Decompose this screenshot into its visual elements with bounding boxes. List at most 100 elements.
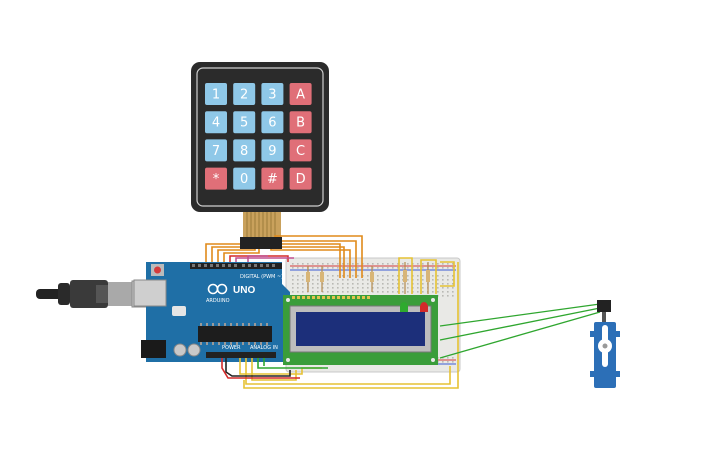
breadboard-hole — [392, 263, 394, 265]
breadboard-hole — [312, 267, 314, 269]
breadboard-hole — [442, 295, 444, 297]
breadboard-hole — [437, 291, 439, 293]
keypad-key-14[interactable]: # — [261, 167, 284, 190]
breadboard-hole — [372, 291, 374, 293]
breadboard-hole — [402, 283, 404, 285]
breadboard-hole — [347, 267, 349, 269]
breadboard-hole — [452, 361, 454, 363]
breadboard-hole — [397, 287, 399, 289]
keypad-key-2[interactable]: 3 — [261, 83, 284, 105]
breadboard-hole — [372, 283, 374, 285]
breadboard-hole — [442, 291, 444, 293]
led-green[interactable] — [400, 302, 408, 312]
keypad-key-6[interactable]: 6 — [261, 111, 284, 134]
reset-button[interactable] — [154, 266, 161, 274]
breadboard-hole — [337, 283, 339, 285]
breadboard-hole — [417, 267, 419, 269]
breadboard-hole — [302, 287, 304, 289]
breadboard-hole — [392, 287, 394, 289]
breadboard-hole — [397, 263, 399, 265]
keypad-key-15[interactable]: D — [289, 167, 312, 190]
breadboard-hole — [442, 263, 444, 265]
servo-motor[interactable] — [590, 300, 620, 388]
usb-port — [133, 279, 167, 307]
resistors — [306, 262, 430, 294]
breadboard-hole — [292, 267, 294, 269]
keypad-key-label: D — [296, 172, 306, 187]
breadboard-hole — [357, 263, 359, 265]
breadboard-hole — [377, 263, 379, 265]
breadboard-hole — [367, 267, 369, 269]
breadboard-hole — [417, 291, 419, 293]
breadboard-hole — [387, 263, 389, 265]
breadboard-hole — [337, 263, 339, 265]
breadboard-hole — [422, 275, 424, 277]
keypad-key-9[interactable]: 8 — [233, 139, 256, 162]
breadboard-hole — [327, 279, 329, 281]
breadboard-hole — [392, 279, 394, 281]
breadboard-hole — [352, 291, 354, 293]
keypad-key-label: 8 — [240, 144, 248, 159]
power-header-label: POWER — [222, 345, 241, 351]
breadboard-hole — [337, 279, 339, 281]
breadboard-hole — [292, 279, 294, 281]
keypad-key-4[interactable]: 4 — [205, 111, 227, 134]
breadboard-hole — [352, 275, 354, 277]
keypad-key-12[interactable]: * — [205, 167, 227, 190]
arduino-logo-icon — [207, 283, 228, 295]
breadboard-hole — [332, 267, 334, 269]
breadboard-hole — [362, 291, 364, 293]
breadboard-hole — [417, 283, 419, 285]
breadboard-hole — [447, 263, 449, 265]
keypad-key-3[interactable]: A — [289, 83, 312, 105]
keypad-key-0[interactable]: 1 — [205, 83, 227, 105]
breadboard-hole — [452, 287, 454, 289]
breadboard-hole — [452, 295, 454, 297]
breadboard-hole — [397, 267, 399, 269]
keypad-key-8[interactable]: 7 — [205, 139, 227, 162]
breadboard-hole — [347, 263, 349, 265]
breadboard-hole — [382, 279, 384, 281]
keypad-key-10[interactable]: 9 — [261, 139, 284, 162]
breadboard-hole — [407, 279, 409, 281]
breadboard-hole — [327, 263, 329, 265]
keypad-key-5[interactable]: 5 — [233, 111, 256, 134]
breadboard-hole — [322, 283, 324, 285]
breadboard-hole — [317, 279, 319, 281]
breadboard-hole — [352, 279, 354, 281]
keypad-key-7[interactable]: B — [289, 111, 312, 134]
breadboard-hole — [437, 283, 439, 285]
keypad-key-13[interactable]: 0 — [233, 167, 256, 190]
led-red[interactable] — [420, 302, 428, 312]
breadboard-hole — [447, 361, 449, 363]
breadboard-hole — [382, 263, 384, 265]
breadboard-hole — [292, 287, 294, 289]
lcd-16x2[interactable] — [283, 295, 438, 365]
breadboard-hole — [357, 279, 359, 281]
breadboard-hole — [392, 283, 394, 285]
breadboard-hole — [402, 263, 404, 265]
keypad-key-1[interactable]: 2 — [233, 83, 256, 105]
breadboard-hole — [342, 279, 344, 281]
breadboard-hole — [392, 267, 394, 269]
keypad-key-label: * — [213, 172, 220, 187]
breadboard-hole — [382, 287, 384, 289]
breadboard-hole — [357, 287, 359, 289]
keypad-key-label: 7 — [212, 144, 220, 159]
breadboard-hole — [402, 275, 404, 277]
breadboard-hole — [392, 291, 394, 293]
keypad-key-11[interactable]: C — [289, 139, 312, 162]
breadboard-hole — [377, 267, 379, 269]
keypad-key-label: 6 — [268, 116, 276, 131]
breadboard-hole — [442, 279, 444, 281]
breadboard-hole — [452, 267, 454, 269]
breadboard-hole — [322, 291, 324, 293]
keypad-key-label: # — [267, 172, 278, 187]
breadboard-hole — [347, 283, 349, 285]
breadboard-hole — [387, 275, 389, 277]
breadboard-hole — [387, 291, 389, 293]
power-jack — [141, 340, 166, 358]
arduino-uno[interactable]: UNO ARDUINO DIGITAL (PWM ~) POWER ANALOG… — [133, 262, 290, 362]
